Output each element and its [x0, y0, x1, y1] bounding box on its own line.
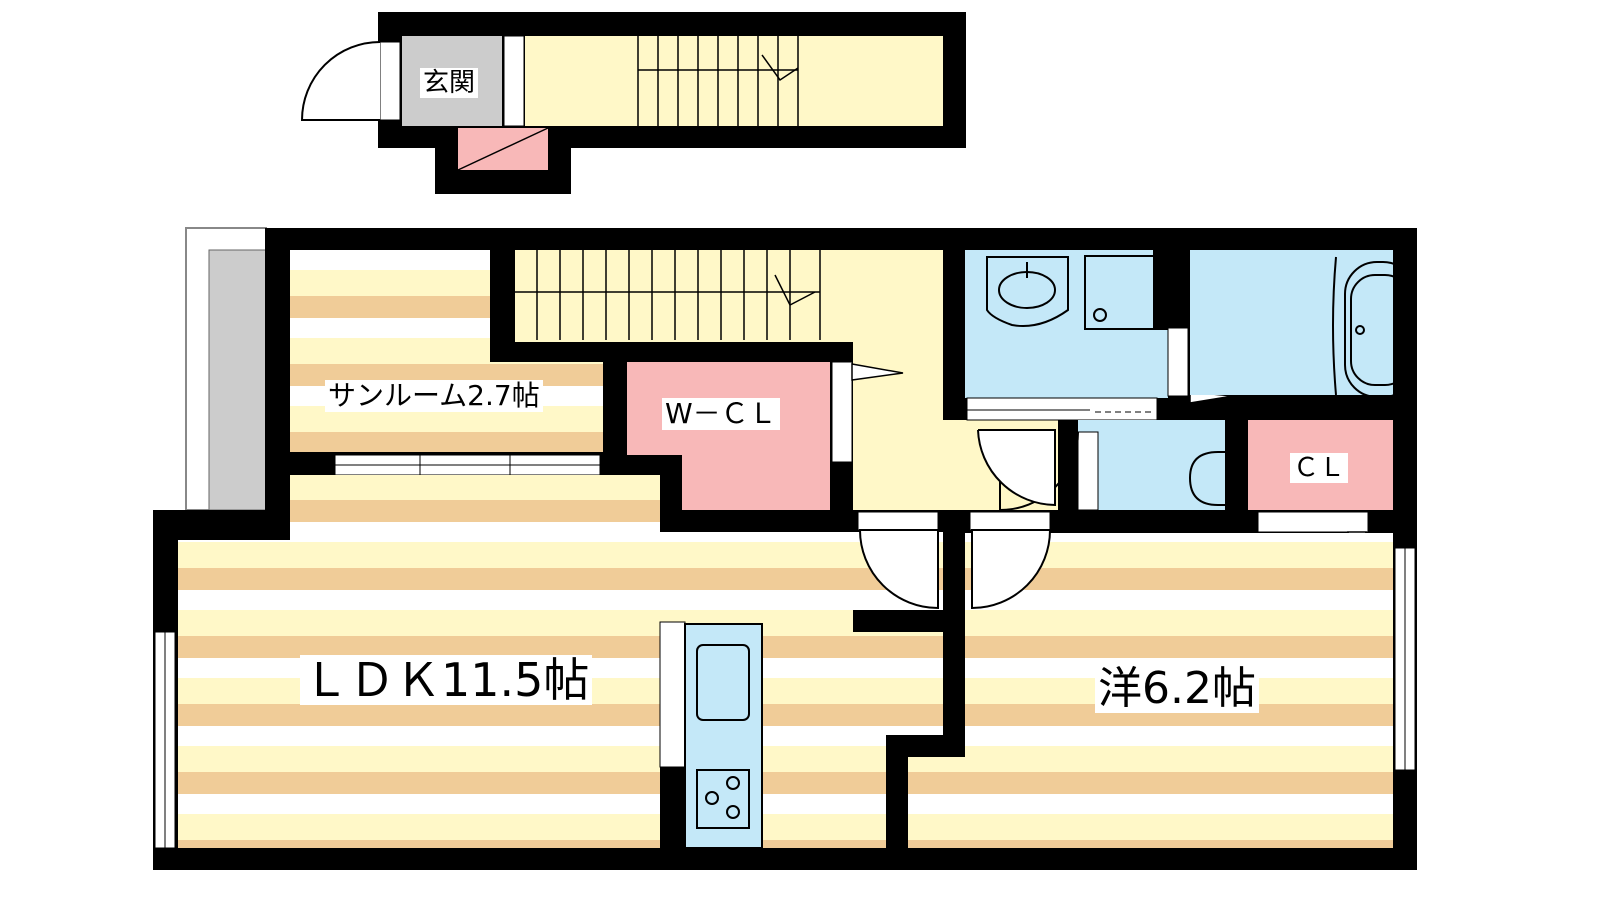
bathroom-door[interactable]: [1167, 327, 1189, 397]
walk-in-closet-door[interactable]: [831, 361, 853, 463]
washroom-floor: [965, 250, 1153, 398]
ldk-door[interactable]: [857, 511, 939, 610]
washbasin-icon: [986, 256, 1069, 327]
washroom-sliding-door[interactable]: [966, 397, 1158, 421]
closet-door[interactable]: [1257, 511, 1369, 533]
toilet-door[interactable]: [1077, 431, 1099, 511]
entrance-unit: [300, 12, 966, 194]
bathtub-icon: [1332, 256, 1416, 398]
ldk-window[interactable]: [154, 631, 176, 849]
kitchen-sink-icon: [696, 644, 750, 721]
room-label-ldk: ＬＤＫ11.5帖: [300, 655, 593, 705]
entrance-stair-floor: [525, 36, 943, 126]
stove-icon: [696, 769, 750, 829]
toilet-room-floor: [1078, 420, 1225, 510]
washing-machine-icon: [1084, 255, 1161, 330]
stairs-icon: [637, 36, 799, 126]
kitchen-counter: [659, 621, 763, 849]
room-label-entrance: 玄関: [420, 68, 479, 98]
room-label-walk-in-closet: W－ＣＬ: [662, 398, 780, 430]
room-label-western-room: 洋6.2帖: [1095, 665, 1259, 713]
stairs-icon: [515, 250, 821, 340]
room-label-sunroom: サンルーム2.7帖: [325, 380, 543, 412]
bathroom-floor: [1190, 250, 1393, 395]
sunroom-sliding-window[interactable]: [334, 454, 601, 476]
western-room-door[interactable]: [969, 511, 1052, 610]
western-room-window[interactable]: [1394, 547, 1416, 771]
door-swing-arc: [300, 41, 381, 121]
entrance-door[interactable]: [379, 41, 401, 121]
room-label-closet: ＣＬ: [1290, 453, 1349, 483]
